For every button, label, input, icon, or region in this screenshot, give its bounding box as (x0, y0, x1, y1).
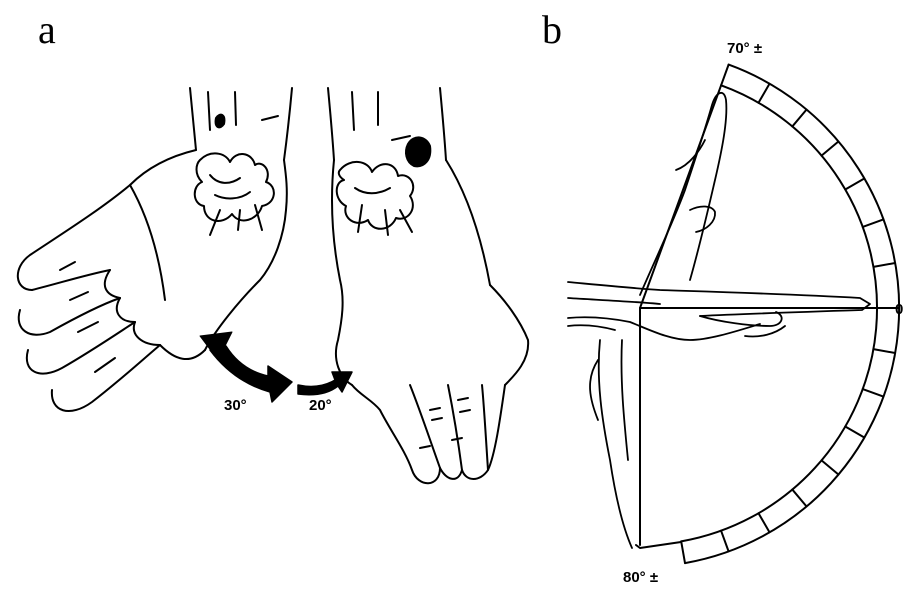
protractor-tick (721, 531, 729, 552)
extension-radius (640, 85, 721, 308)
protractor-tick (792, 490, 806, 507)
panel-a-label: a (38, 10, 56, 50)
protractor-tick (792, 110, 806, 127)
protractor-end-bottom (681, 541, 685, 563)
right-hand (332, 160, 528, 483)
protractor-outer-arc (685, 65, 899, 563)
radial-deviation-arrow (210, 346, 292, 402)
protractor-tick (759, 513, 770, 532)
protractor-ticks (721, 84, 895, 552)
protractor-tick (863, 389, 884, 397)
ulnar-deviation-label: 20° (309, 398, 332, 413)
radial-deviation-label: 30° (224, 398, 247, 413)
protractor-tick (822, 142, 839, 156)
arm-sketch (568, 93, 870, 548)
panel-a-illustration (18, 88, 528, 483)
left-forearm (190, 88, 292, 160)
right-forearm (328, 88, 446, 166)
protractor-tick (873, 349, 895, 353)
panel-b-label: b (542, 10, 562, 50)
extension-label: 70° ± (727, 41, 762, 56)
neutral-label: 0 (895, 302, 903, 317)
protractor-end-top (721, 65, 729, 86)
ulnar-deviation-arrow (298, 372, 352, 395)
panel-b-illustration (568, 65, 899, 563)
protractor-tick (822, 460, 839, 474)
protractor-tick (863, 219, 884, 227)
protractor-tick (845, 179, 864, 190)
protractor-tick (845, 427, 864, 438)
flexion-label: 80° ± (623, 570, 658, 585)
protractor-tick (759, 84, 770, 103)
protractor-tick (873, 263, 895, 267)
